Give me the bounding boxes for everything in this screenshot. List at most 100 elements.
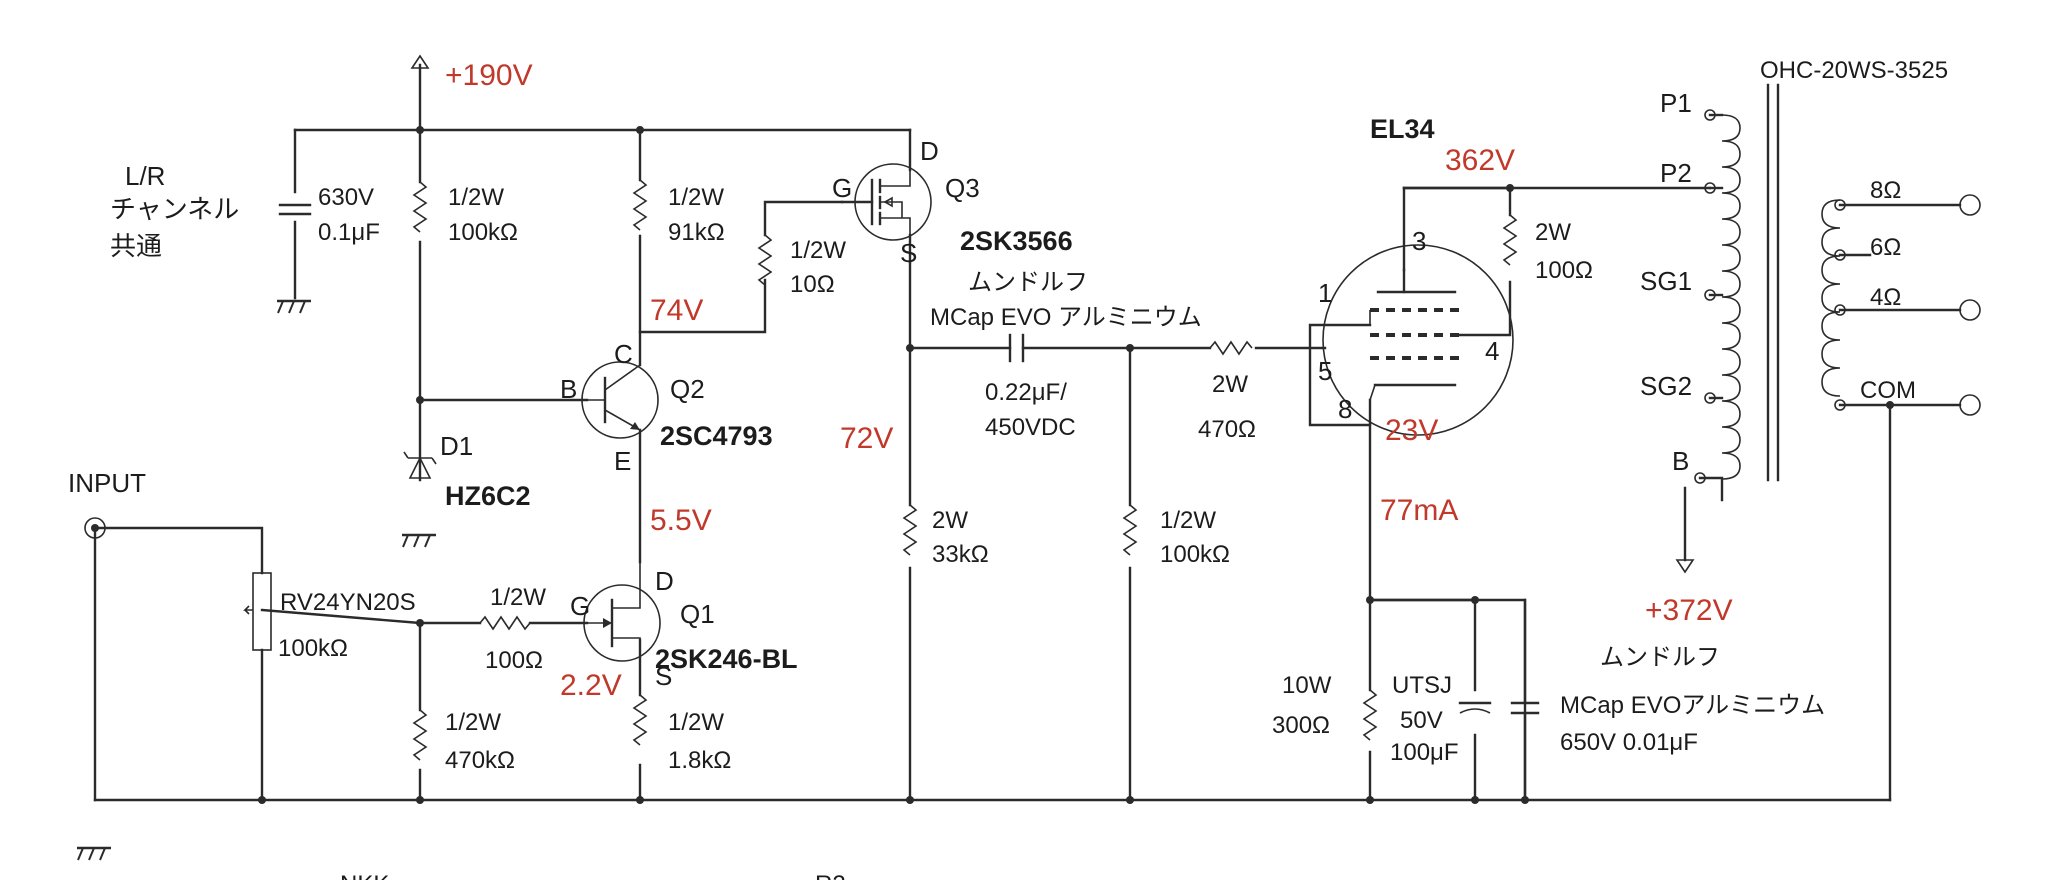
cap-common-label: チャンネル <box>110 194 239 224</box>
supply-372-label: +372V <box>1645 594 1733 627</box>
q1-pin-d: D <box>655 566 674 596</box>
el34-tube <box>1322 244 1514 436</box>
q3-part: 2SK3566 <box>960 226 1073 256</box>
transformer-p1: P1 <box>1660 88 1692 118</box>
coupling-cap-brand: ムンドルフ <box>968 269 1088 296</box>
q2-part: 2SC4793 <box>660 421 773 451</box>
ground-icon <box>75 846 113 862</box>
volume-part: RV24YN20S <box>280 589 416 616</box>
jfet-q1 <box>583 562 661 662</box>
sf-load-value: 33kΩ <box>932 541 989 568</box>
transformer-com: COM <box>1860 377 1916 404</box>
screen-resistor-value: 100Ω <box>1535 257 1593 284</box>
drain-resistor-value: 91kΩ <box>668 219 725 246</box>
supply-190-symbol <box>410 54 430 69</box>
q1-name: Q1 <box>680 599 715 629</box>
cathode-film-brand: MCap EVOアルミニウム <box>1560 692 1825 719</box>
d1-part: HZ6C2 <box>445 481 531 511</box>
cathode-film-value: 650V 0.01μF <box>1560 729 1698 756</box>
junctions <box>258 126 1894 804</box>
zener-diode-d1 <box>403 451 437 479</box>
q1-pin-s: S <box>655 661 672 691</box>
current-77ma: 77mA <box>1380 494 1458 527</box>
cut-off-label: NKK <box>340 871 389 880</box>
input-shunt-value: 470kΩ <box>445 747 515 774</box>
q2-pin-b: B <box>560 374 577 404</box>
output-transformer <box>1694 83 1981 484</box>
q2-pin-e: E <box>614 446 631 476</box>
cathode-elec-voltage: 50V <box>1400 707 1443 734</box>
q1-part: 2SK246-BL <box>655 644 798 674</box>
resistor-symbols <box>243 179 1518 761</box>
drain-resistor-power: 1/2W <box>668 184 724 211</box>
cap-common-value: 0.1μF <box>318 219 380 246</box>
transformer-part: OHC-20WS-3525 <box>1760 57 1948 84</box>
cathode-resistor-value: 300Ω <box>1272 712 1330 739</box>
q3-pin-g: G <box>832 173 852 203</box>
q3-name: Q3 <box>945 173 980 203</box>
d1-name: D1 <box>440 431 473 461</box>
gate-stop-power: 1/2W <box>790 237 846 264</box>
ground-icon <box>400 533 438 549</box>
source-resistor-value: 1.8kΩ <box>668 747 731 774</box>
q3-pin-s: S <box>900 238 917 268</box>
mosfet-q3 <box>840 163 932 241</box>
voltage-74: 74V <box>650 294 703 327</box>
cathode-film-brand: ムンドルフ <box>1600 644 1720 671</box>
transformer-b: B <box>1672 446 1689 476</box>
cap-common-voltage: 630V <box>318 184 374 211</box>
transformer-p2: P2 <box>1660 158 1692 188</box>
q3-pin-d: D <box>920 136 939 166</box>
tube-pin-8: 8 <box>1338 394 1352 424</box>
tube-pin-1: 1 <box>1318 278 1332 308</box>
transformer-tap-8: 8Ω <box>1870 177 1901 204</box>
transformer-tap-6: 6Ω <box>1870 234 1901 261</box>
divider-resistor-value: 100kΩ <box>448 219 518 246</box>
coupling-capacitor <box>1008 333 1025 363</box>
supply-190-label: +190V <box>445 59 533 92</box>
cap-common-label: L/R <box>125 161 165 191</box>
source-resistor-power: 1/2W <box>668 709 724 736</box>
tube-pin-3: 3 <box>1412 226 1426 256</box>
tube-pin-5: 5 <box>1318 356 1332 386</box>
divider-resistor-power: 1/2W <box>448 184 504 211</box>
coupling-cap-brand: MCap EVO アルミニウム <box>930 304 1202 331</box>
input-label: INPUT <box>68 468 146 498</box>
volume-value: 100kΩ <box>278 635 348 662</box>
q2-name: Q2 <box>670 374 705 404</box>
cathode-resistor-power: 10W <box>1282 672 1332 699</box>
cut-off-label: R2 <box>815 871 846 880</box>
screen-resistor-power: 2W <box>1535 219 1571 246</box>
supply-372-symbol <box>1675 559 1695 574</box>
tube-pin-4: 4 <box>1485 336 1499 366</box>
voltage-362: 362V <box>1445 144 1515 177</box>
cathode-capacitors <box>1458 598 1540 802</box>
voltage-23: 23V <box>1385 414 1438 447</box>
input-shunt-power: 1/2W <box>445 709 501 736</box>
grid-stopper-power: 2W <box>1212 371 1248 398</box>
transformer-sg1: SG1 <box>1640 266 1692 296</box>
bjt-q2 <box>581 361 659 439</box>
cathode-elec-part: UTSJ <box>1392 672 1452 699</box>
cathode-elec-value: 100μF <box>1390 739 1459 766</box>
cap-common-label: 共通 <box>110 231 162 261</box>
ground-icon <box>275 299 313 315</box>
q2-pin-c: C <box>614 339 633 369</box>
voltage-72: 72V <box>840 422 893 455</box>
gate-stop-value: 10Ω <box>790 271 835 298</box>
voltage-5-5: 5.5V <box>650 504 712 537</box>
voltage-2-2: 2.2V <box>560 669 622 702</box>
tube-name: EL34 <box>1370 114 1435 144</box>
capacitor-common <box>278 203 312 216</box>
q1-pin-g: G <box>570 591 590 621</box>
grid-leak-power: 1/2W <box>1160 507 1216 534</box>
coupling-cap-value: 0.22μF/ <box>985 379 1067 406</box>
input-jack <box>84 517 106 539</box>
q1-grid-resistor-value: 100Ω <box>485 647 543 674</box>
coupling-cap-value: 450VDC <box>985 414 1076 441</box>
transformer-tap-4: 4Ω <box>1870 284 1901 311</box>
sf-load-power: 2W <box>932 507 968 534</box>
grid-leak-value: 100kΩ <box>1160 541 1230 568</box>
transformer-sg2: SG2 <box>1640 371 1692 401</box>
